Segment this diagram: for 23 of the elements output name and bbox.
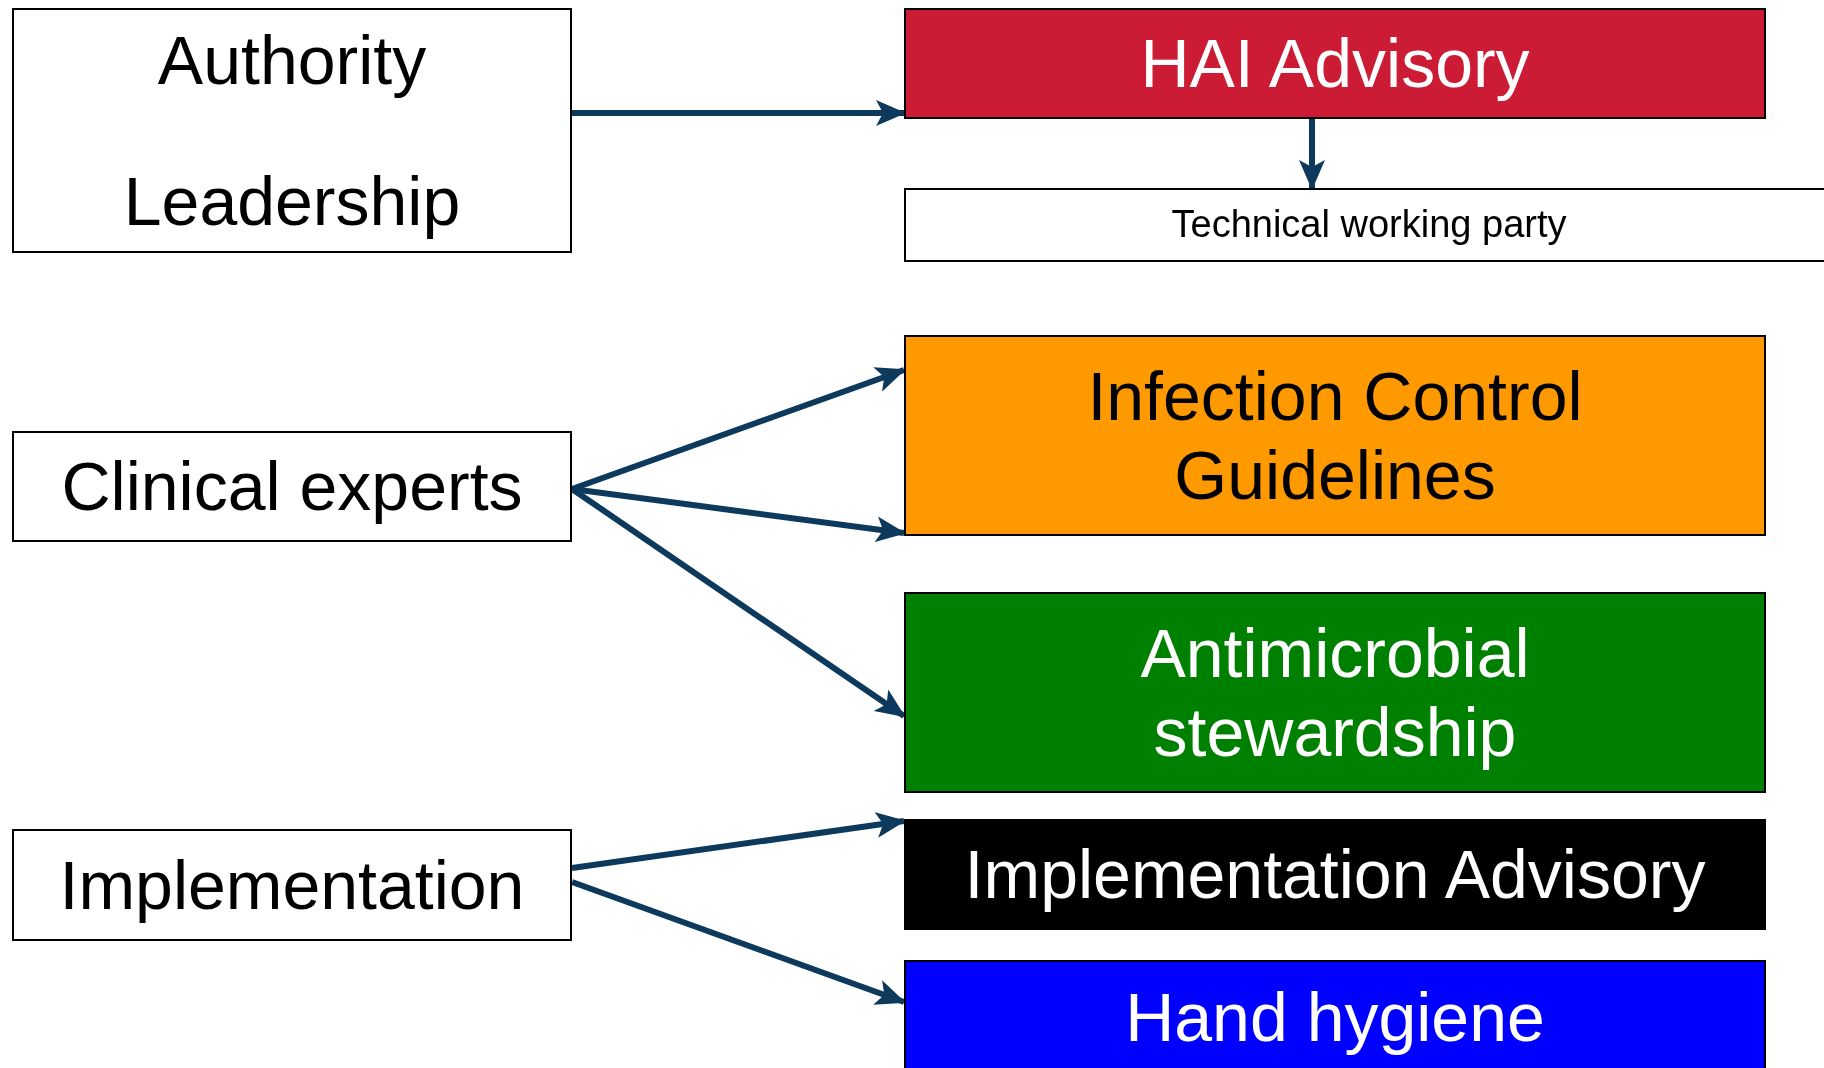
box-label: Leadership xyxy=(123,161,461,240)
process-box xyxy=(904,335,1766,536)
arrow xyxy=(571,879,906,1005)
arrow xyxy=(572,100,906,126)
arrow xyxy=(571,812,906,871)
process-box xyxy=(12,8,572,253)
process-box xyxy=(904,960,1766,1068)
process-box xyxy=(904,188,1824,262)
box-label: Hand hygiene xyxy=(1125,978,1545,1057)
box-label: Clinical experts xyxy=(61,447,523,526)
box-label: Infection Control Guidelines xyxy=(1086,357,1584,514)
box-label: HAI Advisory xyxy=(1140,24,1530,103)
box-label: Implementation xyxy=(59,845,525,925)
arrow xyxy=(1299,119,1325,190)
process-box xyxy=(12,431,572,542)
box-label: Antimicrobial stewardship xyxy=(1139,614,1531,771)
box-label: Technical working party xyxy=(1171,203,1567,247)
process-box xyxy=(904,819,1766,930)
box-label: Implementation Advisory xyxy=(964,835,1706,914)
process-box xyxy=(12,829,572,941)
box-label: Authority xyxy=(157,21,427,100)
process-box xyxy=(904,592,1766,793)
process-box xyxy=(904,8,1766,119)
